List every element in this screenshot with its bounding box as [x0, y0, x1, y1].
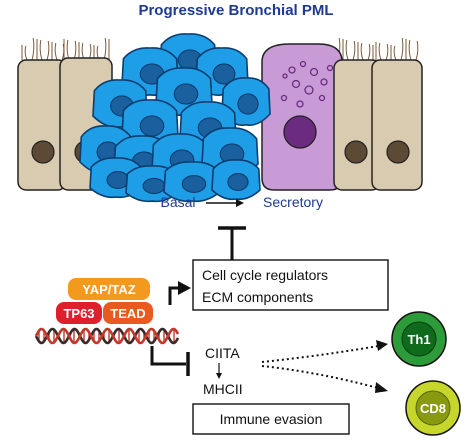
tead-label: TEAD [110, 306, 145, 321]
basal-cell [211, 159, 261, 201]
activation-arrow [168, 281, 191, 305]
ciliated-cell-left-1 [17, 59, 67, 191]
tp63-label: TP63 [63, 306, 94, 321]
repression-bar-ciita [150, 346, 190, 376]
gene-mhcii: MHCII [203, 381, 243, 397]
immune-evasion-box: Immune evasion [192, 403, 350, 435]
inhibition-bar-differentiation [218, 226, 246, 262]
targets-box: Cell cycle regulators ECM components [192, 259, 389, 311]
basal-cell-cluster [79, 33, 271, 203]
th1-cell: Th1 [391, 311, 447, 367]
diagram-title: Progressive Bronchial PML [138, 2, 333, 19]
target-ecm-components: ECM components [202, 289, 313, 305]
th1-label: Th1 [407, 332, 430, 347]
gene-ciita: CIITA [205, 345, 240, 361]
secretory-cell [261, 43, 343, 191]
immune-evasion-label: Immune evasion [220, 411, 323, 427]
basal-cell [163, 161, 221, 203]
yap-taz-label: YAP/TAZ [82, 282, 136, 297]
yap-taz-box: YAP/TAZ [68, 278, 150, 300]
cd8-label: CD8 [420, 401, 446, 416]
ciita-to-mhcii-arrow [216, 363, 222, 379]
ciliated-cell-right-2 [371, 59, 423, 191]
tead-box: TEAD [103, 302, 153, 324]
label-secretory: Secretory [263, 194, 323, 210]
dotted-arrow-cd8 [261, 365, 388, 393]
label-basal: Basal [160, 194, 195, 210]
target-cell-cycle-regulators: Cell cycle regulators [202, 267, 328, 283]
dna-helix [34, 327, 180, 345]
differentiation-arrow [206, 199, 244, 207]
secretory-granules [280, 60, 334, 108]
tp63-box: TP63 [56, 302, 102, 324]
dotted-arrow-th1 [261, 340, 388, 363]
epithelium [17, 33, 423, 203]
cd8-cell: CD8 [405, 380, 461, 436]
ciliated-cell-right-1 [333, 59, 381, 191]
